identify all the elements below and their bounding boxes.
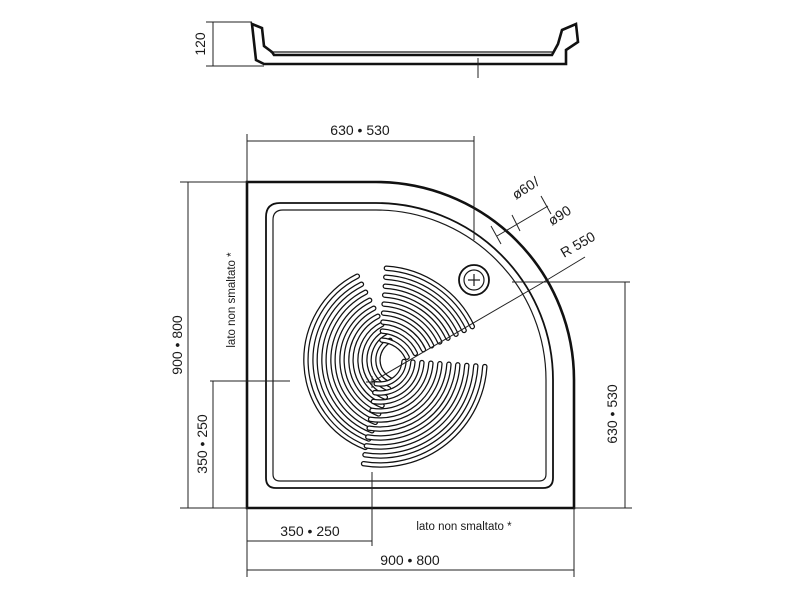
groove-inner: [371, 361, 424, 404]
top-width-label: 630 • 530: [330, 122, 390, 138]
groove-inner: [380, 338, 409, 359]
anti-slip-groove-pattern: [303, 265, 488, 468]
tray-inner-rim-2: [272, 209, 547, 482]
groove-inner: [364, 364, 469, 449]
groove-inner: [383, 293, 450, 340]
right-height-label: 630 • 530: [604, 384, 620, 444]
drain-outer-ring: [458, 264, 490, 296]
side-view-profile: [250, 21, 580, 66]
groove-inner: [331, 298, 377, 424]
groove-inner: [376, 338, 394, 382]
groove-inner: [373, 360, 415, 395]
groove-inner: [304, 274, 367, 449]
diameter-tick-1: [490, 225, 502, 245]
tray-inner-rim: [265, 202, 554, 489]
plan-view: [210, 136, 630, 546]
bottom-side-note: lato non smaltato *: [416, 521, 512, 533]
groove-inner: [382, 311, 434, 348]
diameter-dimension-line: [496, 205, 549, 237]
radius-label: R 550: [558, 228, 599, 261]
groove-inner: [384, 275, 466, 332]
diagonal-centre-line: [371, 282, 543, 383]
radius-leader-line: [541, 256, 586, 284]
left-height-label: 900 • 800: [169, 315, 185, 375]
drain-inner-ring: [463, 269, 485, 291]
left-side-note: lato non smaltato *: [226, 252, 238, 348]
groove-inner: [363, 364, 478, 458]
diameter-tick-2: [511, 214, 521, 232]
groove-inner: [369, 362, 442, 422]
bottom-drain-label: 350 • 250: [280, 523, 340, 539]
groove-inner: [380, 329, 417, 355]
groove-inner: [349, 314, 384, 408]
diameter-label-group: ø60 /: [509, 173, 542, 202]
groove-inner: [366, 363, 460, 440]
groove-inner: [383, 284, 458, 336]
diameter-label-b: ø90: [545, 202, 574, 229]
groove-inner: [382, 302, 442, 344]
groove-inner: [374, 360, 406, 386]
bottom-width-label: 900 • 800: [380, 552, 440, 568]
groove-inner: [362, 365, 487, 467]
side-view-height-label: 120: [192, 32, 208, 56]
groove-inner: [370, 361, 433, 413]
side-view: 120: [192, 21, 580, 78]
tray-outer-outline: [245, 180, 576, 510]
groove-inner: [313, 282, 371, 441]
groove-inner: [381, 320, 425, 352]
groove-inner: [384, 266, 474, 329]
groove-inner: [322, 290, 374, 433]
groove-inner: [367, 362, 451, 431]
left-drain-label: 350 • 250: [194, 414, 210, 474]
groove-inner: [340, 306, 381, 416]
diameter-tick-3: [540, 195, 552, 215]
